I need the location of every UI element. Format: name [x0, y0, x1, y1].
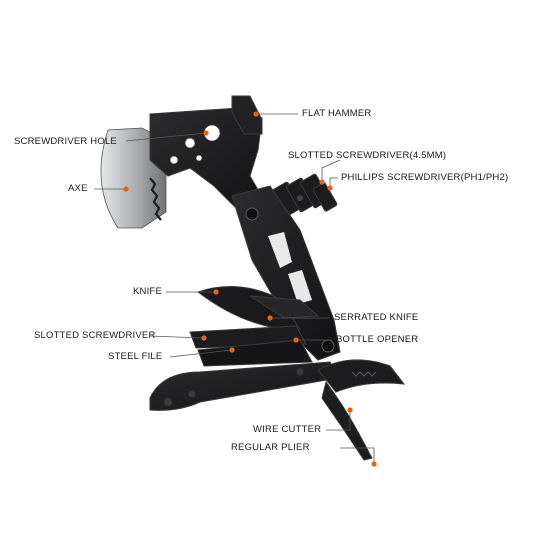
flat-hammer-shape [231, 95, 263, 135]
label-bottle-opener: BOTTLE OPENER [336, 334, 419, 345]
marker-wire-cutter [347, 407, 353, 413]
plier-teeth [351, 371, 377, 377]
screwdriver-hole-small-1 [169, 155, 179, 165]
leader-lines [94, 113, 375, 462]
leader-phillips [329, 177, 338, 186]
steel-file-blade [197, 339, 313, 367]
plier-jaw-lower [321, 380, 373, 461]
screwdriver-hole-small-2 [195, 154, 203, 162]
handle-cutout-2 [288, 270, 312, 304]
knife-blade [196, 286, 301, 331]
label-phillips-screwdriver: PHILLIPS SCREWDRIVER(PH1/PH2) [341, 172, 509, 183]
label-axe: AXE [68, 183, 88, 194]
marker-steel-file [229, 347, 235, 353]
marker-flat-hammer [253, 111, 259, 117]
marker-axe [123, 186, 129, 192]
marker-phillips [327, 185, 333, 191]
label-slotted-screwdriver: SLOTTED SCREWDRIVER [34, 330, 156, 341]
handle-pivot-bottom [321, 339, 335, 353]
lower-handle-rivet-1 [164, 398, 172, 406]
lower-handle [149, 361, 339, 411]
marker-dots [123, 111, 377, 467]
leader-wire-cutter [326, 412, 351, 431]
marker-slotted-45 [319, 179, 325, 185]
marker-slotted [201, 335, 207, 341]
label-regular-plier: REGULAR PLIER [231, 442, 310, 453]
axe-serration [149, 177, 162, 221]
label-screwdriver-hole: SCREWDRIVER HOLE [14, 136, 117, 147]
screwdriver-hole-medium [184, 137, 196, 149]
label-slotted-screwdriver-45: SLOTTED SCREWDRIVER(4.5MM) [288, 150, 447, 161]
handle-pivot-top [245, 207, 259, 221]
leader-steel-file [169, 349, 233, 358]
lower-handle-rivet-3 [296, 368, 304, 376]
leader-screwdriver-hole [125, 132, 207, 142]
plier-jaw-upper [317, 359, 406, 393]
marker-knife [213, 289, 219, 295]
marker-bottle-opener [293, 337, 299, 343]
lower-handle-rivet-2 [188, 390, 196, 398]
label-wire-cutter: WIRE CUTTER [253, 424, 322, 435]
marker-regular-plier [371, 461, 377, 467]
label-steel-file: STEEL FILE [108, 351, 163, 362]
marker-screwdriver-hole [203, 130, 209, 136]
leader-regular-plier [340, 447, 375, 462]
marker-serrated [267, 315, 273, 321]
label-knife: KNIFE [133, 286, 162, 297]
label-serrated-knife: SERRATED KNIFE [334, 312, 419, 323]
label-flat-hammer: FLAT HAMMER [302, 108, 372, 119]
leader-slotted-45 [321, 159, 341, 180]
handle-cutout-1 [268, 232, 292, 268]
serrated-knife-blade [249, 295, 320, 319]
leader-slotted [149, 335, 203, 339]
